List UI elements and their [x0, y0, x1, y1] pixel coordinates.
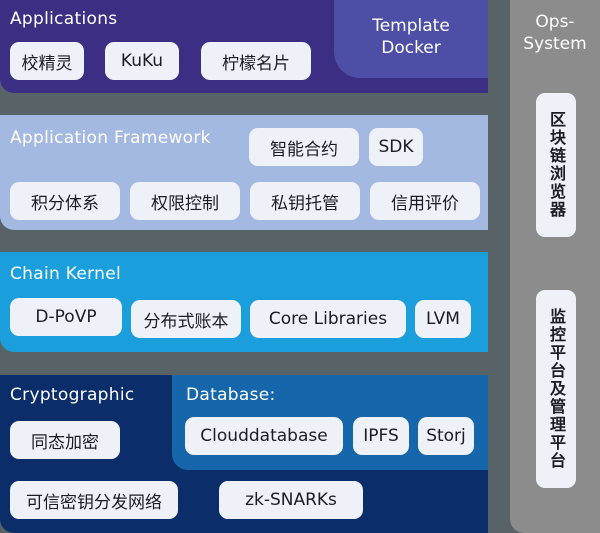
app-item-kuku: KuKu: [105, 42, 179, 80]
framework-item-sdk: SDK: [369, 128, 423, 166]
kernel-item-core-libraries: Core Libraries: [250, 300, 406, 338]
ops-title-line1: Ops-: [535, 12, 575, 32]
framework-item-credit-rating: 信用评价: [370, 182, 480, 220]
applications-title: Applications: [10, 9, 118, 29]
kernel-title: Chain Kernel: [10, 264, 121, 284]
framework-layer: Application Framework 智能合约 SDK 积分体系 权限控制…: [0, 115, 488, 230]
ops-item-block-explorer: 区块链浏览器: [536, 93, 576, 237]
database-item-clouddatabase: Clouddatabase: [185, 417, 343, 455]
kernel-layer: Chain Kernel D-PoVP 分布式账本 Core Libraries…: [0, 252, 488, 352]
crypto-item-trusted-key-distribution: 可信密钥分发网络: [10, 481, 178, 519]
ops-system-layer: Ops- System 区块链浏览器 监控平台及管理平台: [510, 0, 600, 533]
template-docker-line2: Docker: [381, 38, 441, 58]
crypto-layer: Cryptographic 同态加密 可信密钥分发网络 zk-SNARKs Da…: [0, 375, 488, 533]
crypto-title: Cryptographic: [10, 385, 135, 405]
framework-item-key-custody: 私钥托管: [250, 182, 360, 220]
kernel-item-lvm: LVM: [415, 300, 471, 338]
crypto-item-homomorphic-encryption: 同态加密: [10, 421, 120, 459]
database-block: Database: Clouddatabase IPFS Storj: [172, 375, 488, 470]
ops-title-line2: System: [523, 34, 587, 54]
kernel-item-dpovp: D-PoVP: [10, 298, 122, 336]
database-item-ipfs: IPFS: [353, 417, 409, 455]
app-item-xiaojingling: 校精灵: [10, 42, 84, 80]
framework-title: Application Framework: [10, 128, 211, 148]
ops-item-monitoring-platform: 监控平台及管理平台: [536, 290, 576, 488]
database-title: Database:: [186, 385, 276, 405]
template-docker-label: Template Docker: [334, 15, 488, 59]
template-docker-line1: Template: [372, 16, 450, 36]
ops-system-title: Ops- System: [510, 11, 600, 55]
applications-layer: Applications 校精灵 KuKu 柠檬名片 Template Dock…: [0, 0, 488, 93]
framework-item-smart-contract: 智能合约: [249, 128, 359, 166]
app-item-lemon-card: 柠檬名片: [201, 42, 311, 80]
kernel-item-distributed-ledger: 分布式账本: [131, 300, 241, 338]
framework-item-access-control: 权限控制: [130, 182, 240, 220]
crypto-item-zk-snarks: zk-SNARKs: [219, 481, 363, 519]
framework-item-points-system: 积分体系: [10, 182, 120, 220]
database-item-storj: Storj: [418, 417, 474, 455]
template-docker-box: Template Docker: [334, 0, 488, 78]
